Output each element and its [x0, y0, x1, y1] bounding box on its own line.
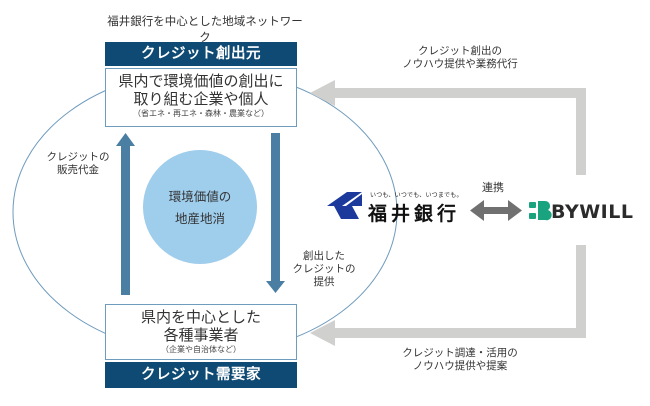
gray-flow-arrow-bottom: [310, 245, 586, 346]
demander-line2: 各種事業者: [163, 326, 239, 344]
partnership-label: 連携: [482, 181, 504, 194]
center-circle-label: 環境価値の 地産地消: [143, 186, 257, 230]
right-arrow-label: 創出した クレジットの 提供: [285, 250, 363, 289]
bywill-name: BYWILL: [551, 201, 634, 223]
demander-note: （企業や自治体など）: [161, 345, 241, 354]
left-arrow-label: クレジットの 販売代金: [38, 151, 118, 177]
right-arrow-label-line1: 創出した: [303, 250, 345, 262]
center-circle: [143, 150, 257, 264]
double-arrow-icon: [470, 200, 522, 221]
left-arrow-label-line2: 販売代金: [57, 164, 99, 176]
creator-box: 県内で環境価値の創出に 取り組む企業や個人 （省エネ・再エネ・森林・農業など）: [105, 68, 297, 127]
top-flow-label-line2: ノウハウ提供や業務代行: [402, 58, 518, 70]
top-flow-label: クレジット創出の ノウハウ提供や業務代行: [385, 45, 535, 71]
creator-line2: 取り組む企業や個人: [133, 90, 269, 108]
bywill-mark-icon: [529, 201, 552, 221]
bottom-flow-label-line2: ノウハウ提供や提案: [412, 360, 508, 372]
fukui-bank-name: 福井銀行: [368, 203, 461, 225]
down-arrow: [266, 133, 285, 293]
fukui-bank-mark-icon: [327, 192, 362, 219]
demander-header: クレジット需要家: [105, 362, 297, 388]
top-flow-label-line1: クレジット創出の: [418, 45, 502, 57]
right-arrow-label-line2: クレジットの: [292, 263, 356, 275]
diagram-title: 福井銀行を中心とした地域ネットワーク: [107, 14, 303, 44]
demander-line1: 県内を中心とした: [140, 308, 261, 326]
fukui-bank-tagline: いつも、いつでも、いつまでも。: [370, 192, 463, 199]
creator-note: （省エネ・再エネ・森林・農業など）: [133, 109, 269, 118]
center-line1: 環境価値の: [168, 189, 232, 204]
left-arrow-label-line1: クレジットの: [46, 151, 110, 163]
bottom-flow-label: クレジット調達・活用の ノウハウ提供や提案: [380, 347, 540, 373]
creator-header: クレジット創出元: [105, 42, 297, 66]
bottom-flow-label-line1: クレジット調達・活用の: [402, 347, 518, 359]
center-line2: 地産地消: [174, 211, 225, 226]
demander-box: 県内を中心とした 各種事業者 （企業や自治体など）: [105, 304, 297, 360]
gray-flow-arrow-top: [310, 80, 586, 175]
creator-line1: 県内で環境価値の創出に: [118, 72, 284, 90]
up-arrow: [116, 133, 135, 295]
right-arrow-label-line3: 提供: [313, 276, 335, 288]
